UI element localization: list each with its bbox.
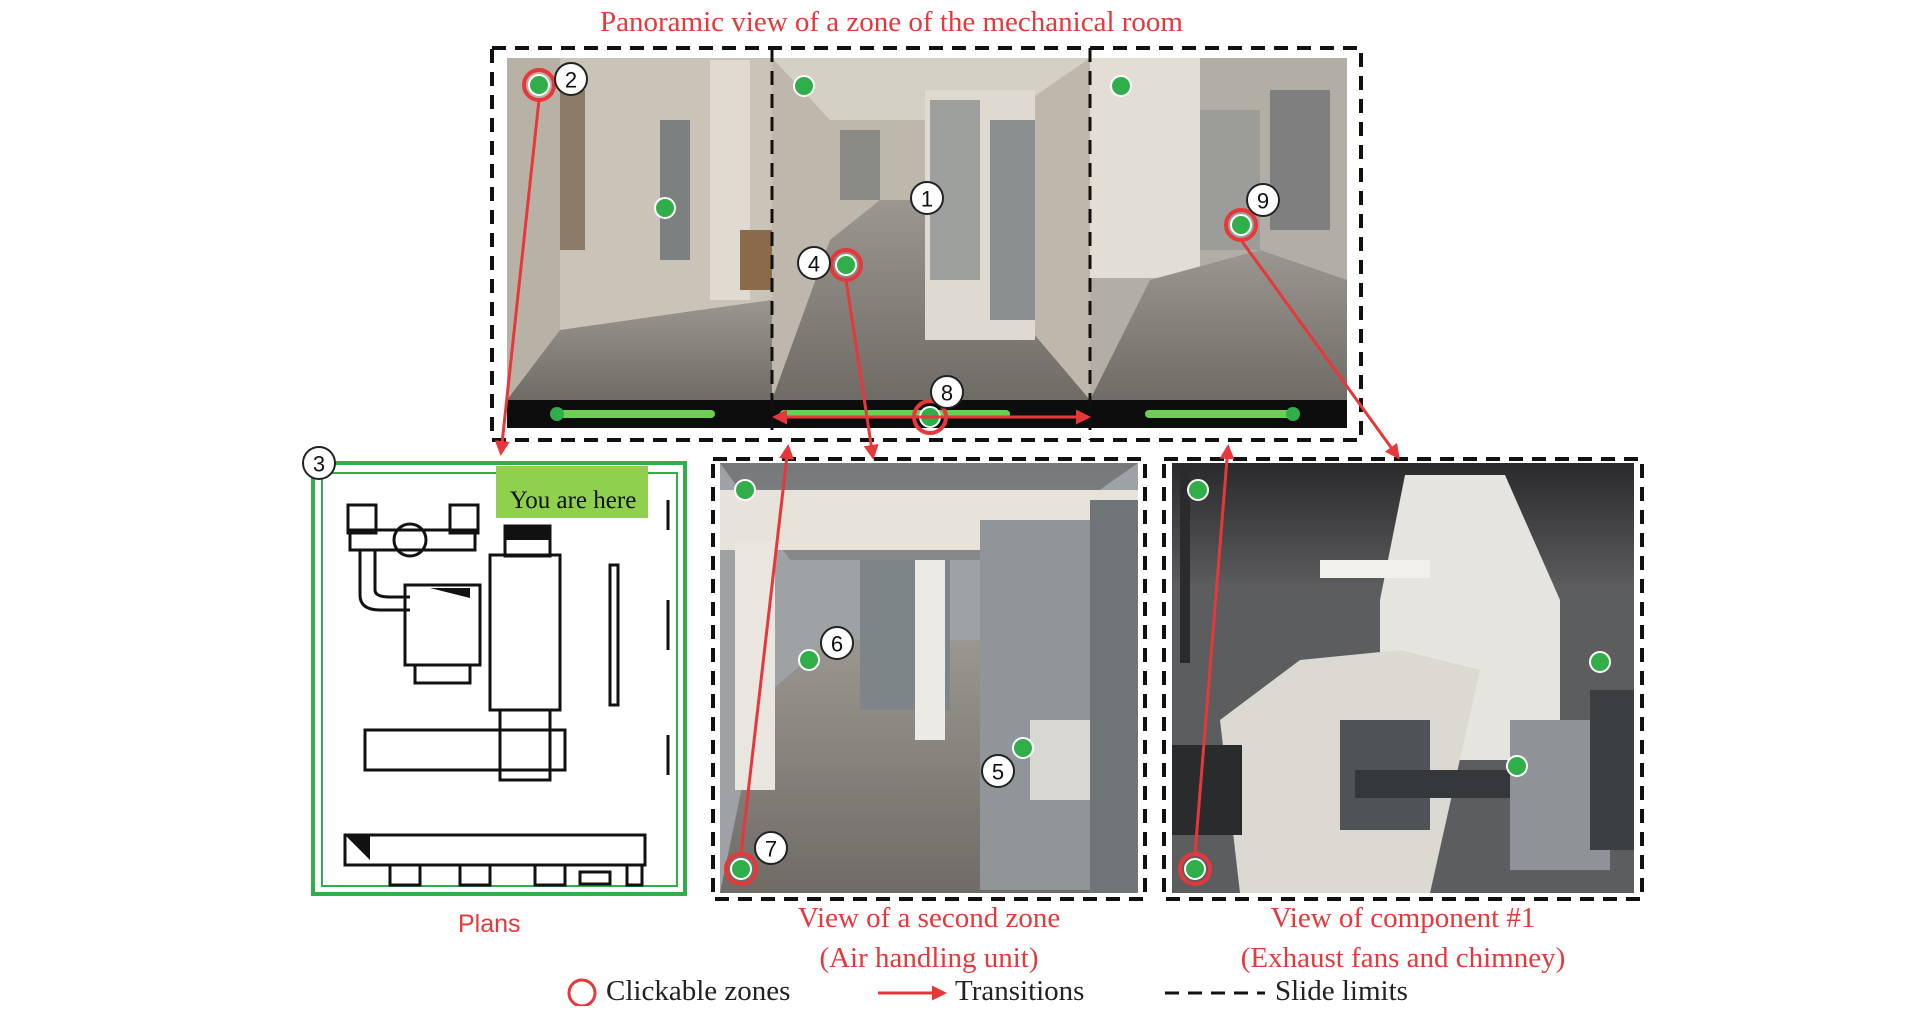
marker-5-label: 5 bbox=[992, 760, 1004, 785]
marker-1: 1 bbox=[910, 181, 944, 215]
marker-2-label: 2 bbox=[565, 68, 577, 93]
marker-7: 7 bbox=[754, 831, 788, 865]
marker-9-label: 9 bbox=[1257, 189, 1269, 214]
hotspot-pin[interactable] bbox=[793, 75, 815, 97]
hotspot-pin[interactable] bbox=[835, 254, 857, 276]
legend-clickable-icon bbox=[567, 978, 597, 1008]
hotspot-pin[interactable] bbox=[730, 858, 752, 880]
plans-panel[interactable] bbox=[311, 461, 687, 896]
plans-caption: Plans bbox=[458, 910, 521, 938]
marker-2: 2 bbox=[554, 62, 588, 96]
marker-3: 3 bbox=[302, 446, 336, 480]
hotspot-pin[interactable] bbox=[1184, 858, 1206, 880]
hotspot-pin[interactable] bbox=[654, 197, 676, 219]
hotspot-pin[interactable] bbox=[1506, 755, 1528, 777]
legend-transitions-label: Transitions bbox=[955, 975, 1085, 1007]
marker-5: 5 bbox=[981, 754, 1015, 788]
marker-9: 9 bbox=[1246, 183, 1280, 217]
marker-4: 4 bbox=[797, 246, 831, 280]
hotspot-pin[interactable] bbox=[1230, 214, 1252, 236]
component-slide-limit bbox=[1162, 457, 1644, 901]
marker-6: 6 bbox=[820, 626, 854, 660]
hotspot-pin[interactable] bbox=[1110, 75, 1132, 97]
marker-1-label: 1 bbox=[921, 187, 933, 212]
panorama-photo bbox=[507, 58, 1347, 428]
you-are-here-badge: You are here bbox=[509, 487, 637, 514]
hotspot-pins[interactable] bbox=[528, 74, 1611, 880]
transition-arrow bbox=[1239, 239, 1400, 460]
second-zone-caption-line1: View of a second zone bbox=[797, 902, 1061, 934]
hotspot-pin[interactable] bbox=[528, 74, 550, 96]
hotspot-pin[interactable] bbox=[1187, 479, 1209, 501]
hotspot-pin[interactable] bbox=[1012, 737, 1034, 759]
legend-clickable-label: Clickable zones bbox=[606, 975, 791, 1007]
marker-8-label: 8 bbox=[941, 381, 953, 406]
second-zone-photo bbox=[720, 463, 1138, 893]
hotspot-pin[interactable] bbox=[734, 479, 756, 501]
diagram-title: Panoramic view of a zone of the mechanic… bbox=[600, 6, 1183, 38]
legend-slide-limits-label: Slide limits bbox=[1275, 975, 1408, 1007]
component-caption-line1: View of component #1 bbox=[1270, 902, 1536, 934]
second-zone-caption-line2: (Air handling unit) bbox=[819, 942, 1039, 974]
transition-arrow bbox=[1193, 444, 1235, 855]
panorama-slide-limit bbox=[490, 46, 1363, 442]
marker-8: 8 bbox=[930, 375, 964, 409]
marker-4-label: 4 bbox=[808, 252, 820, 277]
marker-7-label: 7 bbox=[765, 837, 777, 862]
marker-6-label: 6 bbox=[831, 632, 843, 657]
second-zone-slide-limit bbox=[711, 457, 1147, 901]
transition-arrow bbox=[844, 279, 879, 460]
transition-arrow bbox=[739, 444, 795, 855]
transition-arrows bbox=[494, 99, 1400, 855]
hotspot-pin[interactable] bbox=[1589, 651, 1611, 673]
hotspot-pin[interactable] bbox=[798, 649, 820, 671]
component-caption-line2: (Exhaust fans and chimney) bbox=[1240, 942, 1566, 974]
component-photo bbox=[1172, 463, 1634, 893]
transition-arrow bbox=[494, 99, 541, 456]
marker-3-label: 3 bbox=[313, 452, 325, 477]
